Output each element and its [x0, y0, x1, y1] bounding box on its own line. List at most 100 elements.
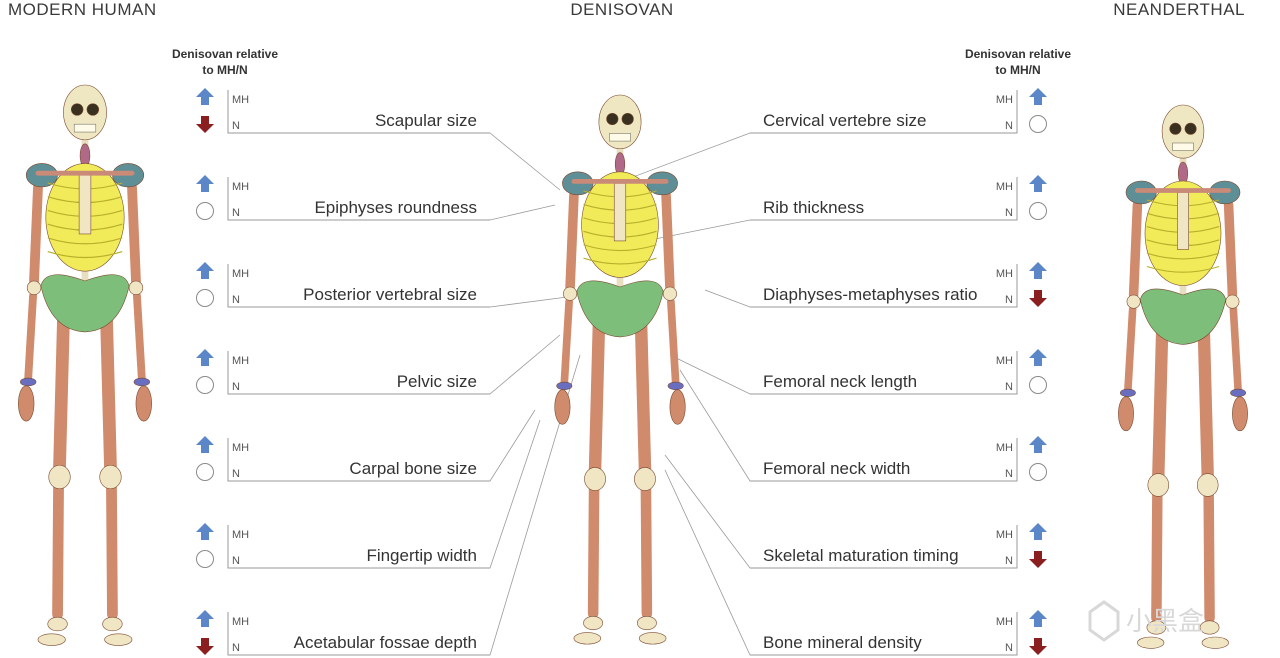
n-down-arrow-icon — [1029, 638, 1047, 655]
legend-header-right-line1: Denisovan relative — [965, 47, 1071, 61]
left-femur — [588, 319, 606, 476]
trait-label: Pelvic size — [397, 372, 477, 391]
n-neutral-circle-icon — [196, 202, 214, 220]
n-neutral-circle-icon — [1029, 463, 1047, 481]
mh-up-arrow-icon — [196, 523, 214, 540]
trait-label: Carpal bone size — [349, 459, 477, 478]
n-label: N — [1005, 120, 1013, 132]
n-label: N — [1005, 468, 1013, 480]
left-foot — [37, 633, 66, 646]
denisovan-skeleton — [554, 94, 686, 645]
rib-line — [583, 257, 657, 265]
right-elbow — [1225, 294, 1240, 309]
mh-label: MH — [996, 94, 1013, 106]
left-ankle — [583, 615, 604, 631]
mh-up-arrow-icon — [196, 175, 214, 192]
left-trait-row: MH N Epiphyses roundness — [196, 175, 490, 221]
legend-header-right: Denisovan relative to MH/N — [965, 47, 1071, 77]
right-ankle — [1199, 620, 1220, 635]
right-knee — [634, 467, 656, 491]
left-forearm — [560, 297, 573, 387]
left-humerus — [1128, 200, 1143, 300]
right-knee — [1196, 473, 1219, 497]
mh-label: MH — [996, 529, 1013, 541]
mh-label: MH — [996, 442, 1013, 454]
right-ankle — [636, 615, 657, 631]
right-wrist — [133, 377, 150, 387]
title-modern-human: MODERN HUMAN — [8, 0, 157, 19]
right-foot — [1201, 636, 1229, 649]
n-neutral-circle-icon — [1029, 115, 1047, 133]
n-neutral-circle-icon — [196, 289, 214, 307]
right-forearm — [667, 297, 680, 387]
mh-label: MH — [232, 181, 249, 193]
trait-label: Acetabular fossae depth — [294, 633, 477, 652]
legend-header-right-line2: to MH/N — [995, 63, 1040, 77]
left-femur — [1152, 326, 1169, 482]
n-label: N — [232, 207, 240, 219]
rib-line — [47, 251, 123, 258]
rib-line — [47, 237, 123, 245]
n-label: N — [232, 642, 240, 654]
left-ankle — [47, 616, 68, 632]
mh-label: MH — [232, 529, 249, 541]
mh-up-arrow-icon — [196, 610, 214, 627]
mh-up-arrow-icon — [1029, 88, 1047, 105]
n-label: N — [232, 381, 240, 393]
right-femur — [1197, 326, 1214, 482]
n-label: N — [1005, 381, 1013, 393]
mh-up-arrow-icon — [196, 262, 214, 279]
n-neutral-circle-icon — [196, 550, 214, 568]
right-hand — [669, 389, 686, 425]
mh-label: MH — [232, 442, 249, 454]
mh-up-arrow-icon — [1029, 436, 1047, 453]
n-label: N — [1005, 642, 1013, 654]
right-forearm — [133, 291, 146, 383]
left-ankle — [1146, 620, 1167, 635]
mh-label: MH — [996, 181, 1013, 193]
mh-label: MH — [996, 616, 1013, 628]
rib-line — [583, 244, 657, 252]
mh-up-arrow-icon — [1029, 175, 1047, 192]
right-femur — [100, 313, 117, 474]
left-wrist — [1120, 388, 1136, 397]
rib-line — [1146, 265, 1220, 273]
left-eye-socket — [1169, 122, 1182, 135]
n-down-arrow-icon — [1029, 551, 1047, 568]
trait-label: Posterior vertebral size — [303, 285, 477, 304]
n-neutral-circle-icon — [196, 463, 214, 481]
mh-up-arrow-icon — [196, 88, 214, 105]
title-neanderthal: NEANDERTHAL — [1113, 0, 1245, 19]
mh-label: MH — [996, 268, 1013, 280]
pelvis — [1139, 288, 1227, 345]
right-humerus — [127, 182, 141, 286]
left-humerus — [29, 182, 43, 286]
n-down-arrow-icon — [1029, 290, 1047, 307]
left-tibia — [1151, 489, 1163, 624]
right-tibia — [106, 481, 118, 620]
trait-label: Femoral neck length — [763, 372, 917, 391]
n-neutral-circle-icon — [1029, 376, 1047, 394]
right-humerus — [1223, 200, 1238, 300]
watermark-logo-icon — [1088, 600, 1120, 642]
right-forearm — [1229, 305, 1242, 394]
left-foot — [1137, 636, 1165, 649]
n-label: N — [232, 468, 240, 480]
title-denisovan: DENISOVAN — [570, 0, 673, 19]
watermark-text: 小黑盒 — [1126, 606, 1204, 636]
right-eye-socket — [1184, 122, 1197, 135]
right-foot — [638, 632, 667, 645]
right-hand — [1232, 396, 1248, 432]
left-humerus — [565, 191, 579, 292]
trait-label: Epiphyses roundness — [314, 198, 477, 217]
right-wrist — [667, 381, 684, 391]
